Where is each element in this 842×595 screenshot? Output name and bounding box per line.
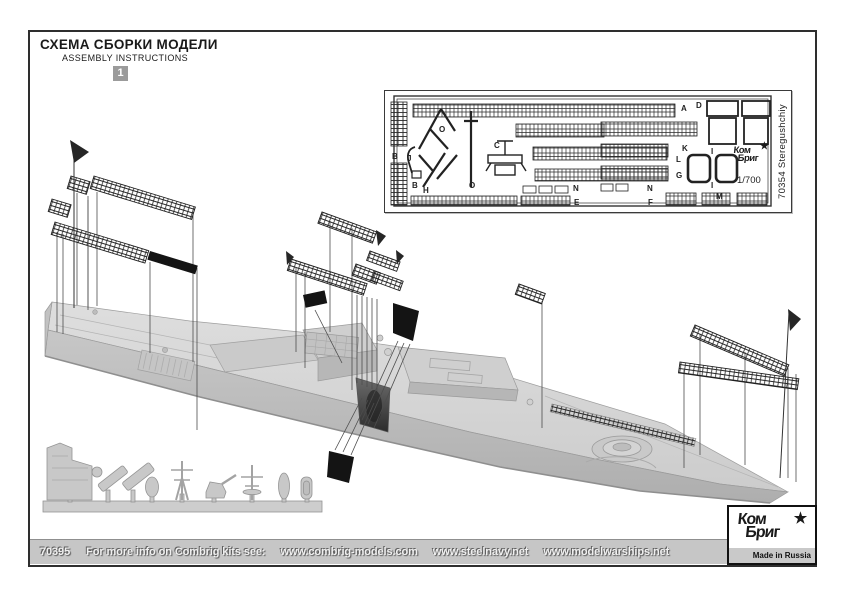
footer-link-combrig: www.combrig-models.com bbox=[280, 546, 418, 558]
black-parts bbox=[147, 251, 419, 483]
fret-part-label: K bbox=[682, 144, 688, 153]
railing-parts bbox=[47, 175, 800, 391]
footer-info-text: For more info on Combrig kits see: bbox=[86, 546, 266, 558]
fret-part-label: L bbox=[676, 155, 681, 164]
parts-sprue bbox=[42, 442, 323, 513]
fret-part-label: N bbox=[573, 184, 579, 193]
fret-part-label: C bbox=[494, 141, 500, 150]
fret-part-label: N bbox=[647, 184, 653, 193]
footer-link-modelwarships: www.modelwarships.net bbox=[543, 546, 670, 558]
page-title: СХЕМА СБОРКИ МОДЕЛИ bbox=[40, 37, 218, 52]
title-block: СХЕМА СБОРКИ МОДЕЛИ ASSEMBLY INSTRUCTION… bbox=[40, 37, 218, 63]
fret-part-label: O bbox=[439, 125, 446, 134]
fret-part-label: B bbox=[392, 152, 398, 161]
fret-part-label: D bbox=[696, 101, 702, 110]
bow-deck-etched-strip bbox=[549, 403, 697, 447]
fret-part-label: M bbox=[716, 192, 723, 201]
page-frame bbox=[28, 30, 817, 567]
bow-flag-icon bbox=[788, 309, 801, 331]
ship-hull bbox=[44, 301, 790, 504]
fret-part-label: I bbox=[711, 181, 714, 190]
aft-deckhouse bbox=[137, 349, 196, 382]
footer-link-steelnavy: www.steelnavy.net bbox=[432, 546, 529, 558]
fret-part-label: B bbox=[412, 181, 418, 190]
fret-part-label: I bbox=[711, 147, 714, 156]
fret-part-label: J bbox=[407, 154, 412, 163]
gun-mount bbox=[585, 435, 657, 469]
footer-bar: 70395 For more info on Combrig kits see:… bbox=[30, 539, 727, 564]
bridge-roof-hatch bbox=[304, 331, 360, 359]
combrig-logo: Ком Бриг ★ bbox=[732, 141, 769, 164]
fret-part-label: A bbox=[681, 104, 687, 113]
fret-part-label: E bbox=[574, 198, 580, 207]
flag-parts bbox=[70, 140, 801, 479]
star-icon: ★ bbox=[793, 510, 807, 527]
fret-drawing bbox=[390, 95, 772, 207]
step-number-badge: 1 bbox=[113, 66, 128, 81]
photoetch-fret-panel: B J B H O O C N E A D K L G I I N M F Ко… bbox=[384, 90, 792, 213]
star-icon: ★ bbox=[759, 141, 769, 152]
stern-flag-icon bbox=[70, 140, 89, 163]
fret-part-label: H bbox=[423, 186, 429, 195]
brand-box: Ком Бриг ★ Made in Russia bbox=[727, 505, 817, 565]
page-subtitle: ASSEMBLY INSTRUCTIONS bbox=[61, 53, 189, 63]
fret-scale: 1/700 bbox=[737, 175, 761, 186]
footer-kit-number: 70395 bbox=[40, 546, 71, 558]
combrig-brand-logo: Ком Бриг ★ bbox=[736, 510, 807, 541]
fret-part-label: O bbox=[469, 181, 476, 190]
made-in-label: Made in Russia bbox=[729, 548, 815, 563]
fret-part-label: F bbox=[648, 198, 653, 207]
fret-part-label: G bbox=[676, 171, 683, 180]
leader-lines bbox=[56, 192, 797, 482]
fret-kit-code: 70354 Steregushchiy bbox=[777, 104, 788, 199]
